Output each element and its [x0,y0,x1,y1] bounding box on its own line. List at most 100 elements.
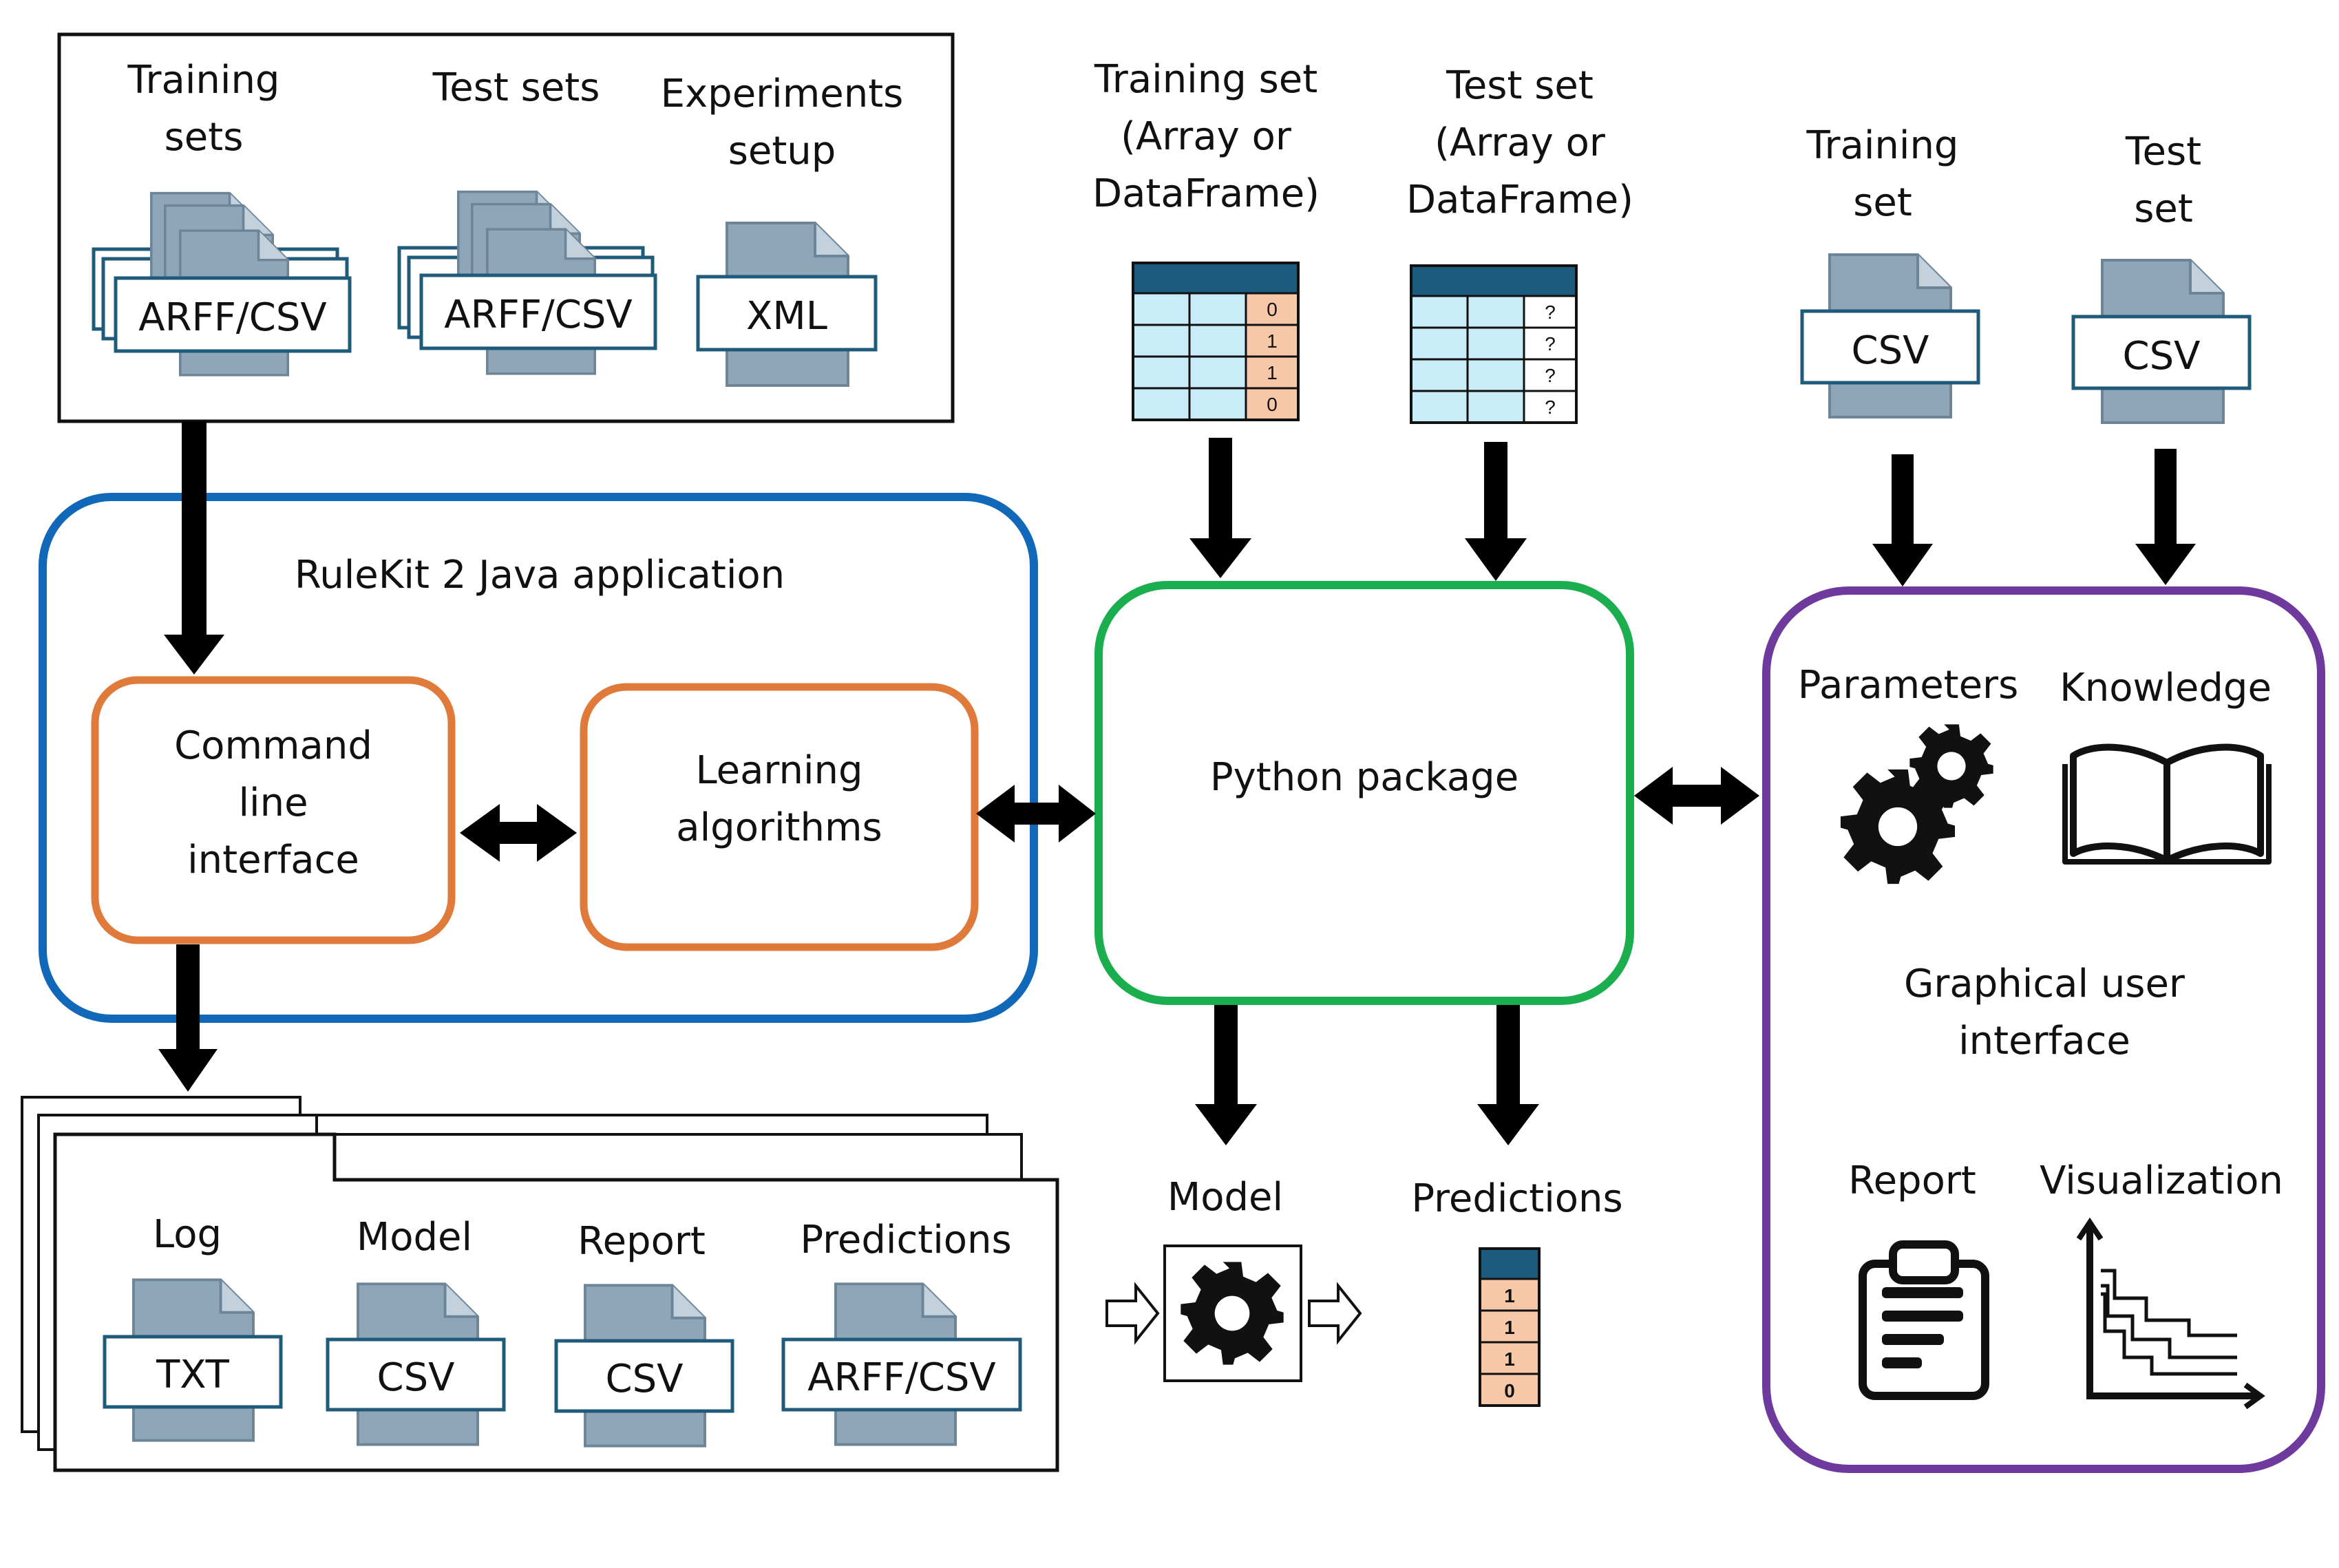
target-cell [1245,292,1300,326]
table-cell [1188,355,1247,390]
prediction-value: 0 [1504,1380,1515,1401]
arrow-down [2135,449,2196,585]
python-model-output: Model [1105,1175,1362,1382]
target-value: 0 [1267,394,1278,415]
table-cell [1132,324,1191,358]
file-type-label [696,275,878,352]
cli-label-1: Command [174,723,372,768]
experiments-label-2: setup [728,129,836,173]
prediction-value: 1 [1504,1317,1515,1338]
training-sets-label-2: sets [165,115,244,160]
python-training-label-2: (Array or [1121,114,1292,159]
gui-box: Parameters Knowledge Graphical user inte… [1762,586,2325,1473]
training-sets-label-1: Training [127,58,280,103]
output-report-ext: CSV [606,1357,684,1401]
gui-frame [1762,586,2325,1473]
table-cell [1188,387,1247,421]
test-sets-label: Test sets [432,65,600,110]
table-cell [1188,292,1247,326]
target-value: 0 [1267,299,1278,320]
gui-training-ext: CSV [1852,328,1929,373]
python-test-input: Test set (Array or DataFrame) ???? [1406,63,1633,424]
output-log-label: Log [153,1212,222,1257]
table-cell [1466,390,1525,424]
file-type-label [781,1337,1022,1412]
cli-label-3: interface [187,838,359,882]
table-cell [1410,390,1469,424]
gui-parameters-label: Parameters [1798,663,2019,708]
gears-icon [1840,724,1993,884]
table-cell [1410,326,1469,361]
arrow-down [1189,438,1251,578]
target-value: ? [1545,396,1556,418]
output-model-ext: CSV [377,1355,455,1400]
gui-report-label: Report [1848,1158,1976,1203]
gui-knowledge-label: Knowledge [2060,666,2272,710]
file-type-label [554,1339,734,1413]
gui-training-input: Training set CSV [1800,123,1980,417]
arrow-down [1195,1005,1257,1145]
arrow-down [158,944,218,1092]
file-type-label [114,276,352,353]
table-header [1411,266,1576,296]
table-cell [1466,295,1525,329]
target-value: ? [1545,301,1556,323]
target-cell [1523,390,1578,424]
file-type-label [1800,309,1980,385]
gui-training-label-2: set [1853,180,1912,225]
target-value: ? [1545,365,1556,386]
test-sets-ext: ARFF/CSV [444,293,632,337]
python-predictions-label: Predictions [1411,1176,1622,1221]
arrow-down [164,421,224,675]
target-cell [1523,295,1578,329]
experiments-ext: XML [746,294,827,339]
file-type-label [2071,315,2252,390]
arrows [158,421,2196,1145]
book-icon [2062,743,2272,865]
python-package-frame [1094,581,1634,1005]
python-package-title: Python package [1210,755,1518,800]
prediction-value: 1 [1504,1348,1515,1370]
table-cell [1466,326,1525,361]
cli-label-2: line [238,781,308,825]
inputs-box: Training sets ARFF/CSV Test sets ARFF/CS… [57,32,955,423]
python-test-label-3: DataFrame) [1406,178,1633,222]
output-log-ext: TXT [156,1353,230,1397]
training-sets-ext: ARFF/CSV [138,295,326,340]
python-model-label: Model [1167,1175,1283,1220]
output-report-label: Report [578,1219,706,1264]
table-header [1480,1249,1539,1279]
cli-component [91,676,456,944]
python-package: Python package [1094,581,1634,1005]
experiments-label-1: Experiments [661,72,904,116]
gui-test-label-1: Test [2125,129,2201,174]
outputs-box: Log TXT Model CSV Report CSV Predictions… [21,1096,1059,1472]
output-predictions-label: Predictions [800,1218,1011,1262]
target-value: ? [1545,333,1556,354]
hollow-arrow-icon [1308,1282,1362,1345]
table-cell [1132,387,1191,421]
table-cell [1410,295,1469,329]
test-array-table: ???? [1410,264,1578,424]
arrow-down [1477,1005,1539,1145]
clipboard-icon [1859,1240,1989,1400]
prediction-value: 1 [1504,1285,1515,1306]
table-cell [1132,355,1191,390]
target-value: 1 [1267,362,1278,383]
arrow-down [1872,454,1933,586]
python-test-label-2: (Array or [1435,120,1606,165]
target-cell [1245,355,1300,390]
table-cell [1466,358,1525,392]
file-type-label [103,1335,283,1409]
gui-test-ext: CSV [2123,334,2201,379]
predictions-array: 1 1 1 0 [1479,1247,1541,1407]
gui-training-label-1: Training [1806,123,1959,168]
double-arrow [976,785,1096,843]
experiments-file: XML [696,223,878,385]
gui-title-2: interface [1958,1019,2130,1063]
gui-test-input: Test set CSV [2071,129,2252,423]
double-arrow [460,804,577,862]
java-app-title: RuleKit 2 Java application [295,553,785,597]
